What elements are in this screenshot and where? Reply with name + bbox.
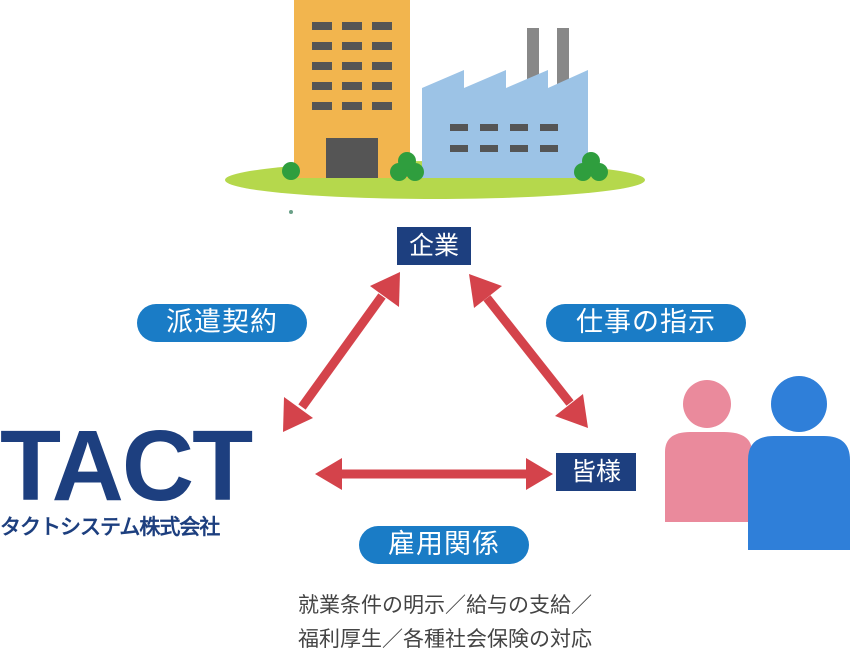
pill-dispatch-contract: 派遣契約 (137, 304, 307, 342)
employment-details: 就業条件の明示／給与の支給／ 福利厚生／各種社会保険の対応 (250, 588, 640, 656)
arrow-work-instruction (469, 274, 588, 428)
people-icon (665, 376, 850, 550)
pill-employment: 雇用関係 (359, 526, 529, 564)
tree-icon (282, 152, 608, 181)
office-building-icon (294, 0, 410, 178)
pill-work-instruction: 仕事の指示 (546, 304, 746, 342)
factory-icon (422, 28, 588, 178)
employment-details-line-2: 福利厚生／各種社会保険の対応 (298, 627, 592, 651)
node-company-label: 企業 (408, 231, 459, 260)
employment-details-line-1: 就業条件の明示／給与の支給／ (298, 593, 592, 617)
pill-dispatch-contract-label: 派遣契約 (166, 307, 278, 338)
node-you-label: 皆様 (570, 457, 621, 486)
tact-logo: TACT タクトシステム株式会社 (0, 410, 253, 540)
node-company: 企業 (397, 227, 471, 265)
node-you: 皆様 (556, 453, 636, 491)
pill-employment-label: 雇用関係 (388, 529, 500, 560)
pill-work-instruction-label: 仕事の指示 (576, 307, 716, 338)
arrow-dispatch-contract (283, 272, 400, 432)
arrow-employment (315, 458, 553, 490)
dot-icon (289, 210, 293, 214)
logo-main-text: TACT (0, 410, 253, 522)
logo-sub-text: タクトシステム株式会社 (0, 515, 220, 539)
